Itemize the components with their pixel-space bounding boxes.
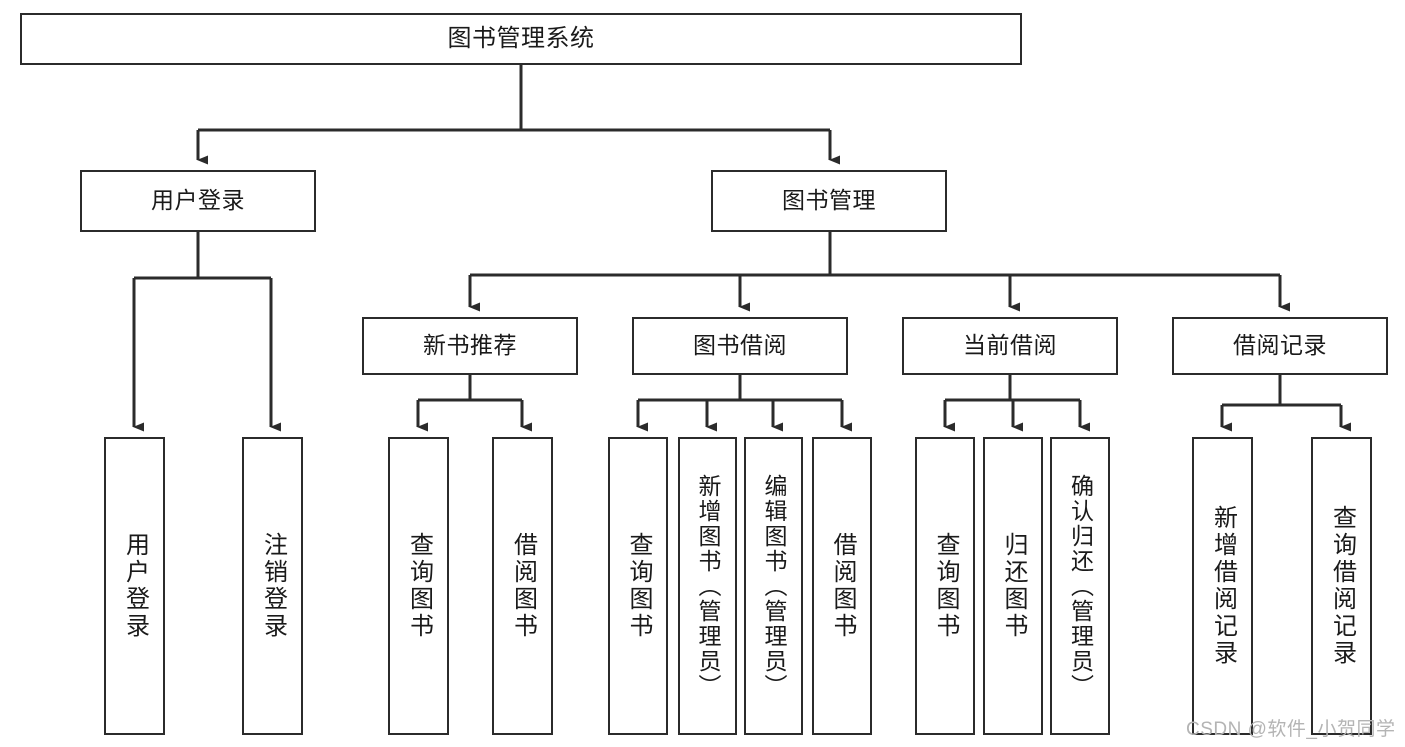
leaf-query-book-3-label: 查询图书: [932, 532, 959, 640]
leaf-confirm-return-admin-label: 确认归还（管理员）: [1067, 473, 1094, 699]
node-borrow-record[interactable]: 借阅记录: [1172, 317, 1388, 375]
leaf-query-book-2-label: 查询图书: [625, 532, 652, 640]
node-current-borrow-label: 当前借阅: [963, 332, 1057, 359]
leaf-borrow-book-2-label: 借阅图书: [829, 532, 856, 640]
leaf-user-login[interactable]: 用户登录: [104, 437, 165, 735]
node-root-label: 图书管理系统: [447, 24, 595, 52]
node-current-borrow[interactable]: 当前借阅: [902, 317, 1118, 375]
leaf-add-borrow-record[interactable]: 新增借阅记录: [1192, 437, 1253, 735]
leaf-query-borrow-record[interactable]: 查询借阅记录: [1311, 437, 1372, 735]
leaf-query-book-2[interactable]: 查询图书: [608, 437, 668, 735]
leaf-user-login-label: 用户登录: [121, 532, 149, 640]
leaf-query-borrow-record-label: 查询借阅记录: [1328, 505, 1356, 667]
node-new-book-recommend[interactable]: 新书推荐: [362, 317, 578, 375]
leaf-query-book-3[interactable]: 查询图书: [915, 437, 975, 735]
watermark: CSDN @软件_小贺同学: [1186, 719, 1396, 740]
leaf-borrow-book-2[interactable]: 借阅图书: [812, 437, 872, 735]
leaf-borrow-book-1[interactable]: 借阅图书: [492, 437, 553, 735]
node-book-borrow-label: 图书借阅: [693, 332, 787, 359]
leaf-confirm-return-admin[interactable]: 确认归还（管理员）: [1050, 437, 1110, 735]
leaf-add-book-admin-label: 新增图书（管理员）: [695, 473, 721, 699]
leaf-query-book-1-label: 查询图书: [405, 532, 433, 640]
node-new-book-recommend-label: 新书推荐: [423, 332, 517, 359]
leaf-add-book-admin[interactable]: 新增图书（管理员）: [678, 437, 737, 735]
leaf-edit-book-admin[interactable]: 编辑图书（管理员）: [744, 437, 803, 735]
leaf-logout-label: 注销登录: [259, 532, 287, 640]
leaf-query-book-1[interactable]: 查询图书: [388, 437, 449, 735]
node-root[interactable]: 图书管理系统: [20, 13, 1022, 65]
leaf-edit-book-admin-label: 编辑图书（管理员）: [761, 473, 787, 699]
node-user-login[interactable]: 用户登录: [80, 170, 316, 232]
leaf-add-borrow-record-label: 新增借阅记录: [1209, 505, 1237, 667]
node-book-borrow[interactable]: 图书借阅: [632, 317, 848, 375]
leaf-borrow-book-1-label: 借阅图书: [509, 532, 537, 640]
node-borrow-record-label: 借阅记录: [1233, 332, 1327, 359]
leaf-logout[interactable]: 注销登录: [242, 437, 303, 735]
leaf-return-book-label: 归还图书: [1000, 532, 1027, 640]
node-book-manage-label: 图书管理: [782, 187, 876, 214]
node-book-manage[interactable]: 图书管理: [711, 170, 947, 232]
node-user-login-label: 用户登录: [151, 187, 245, 214]
leaf-return-book[interactable]: 归还图书: [983, 437, 1043, 735]
